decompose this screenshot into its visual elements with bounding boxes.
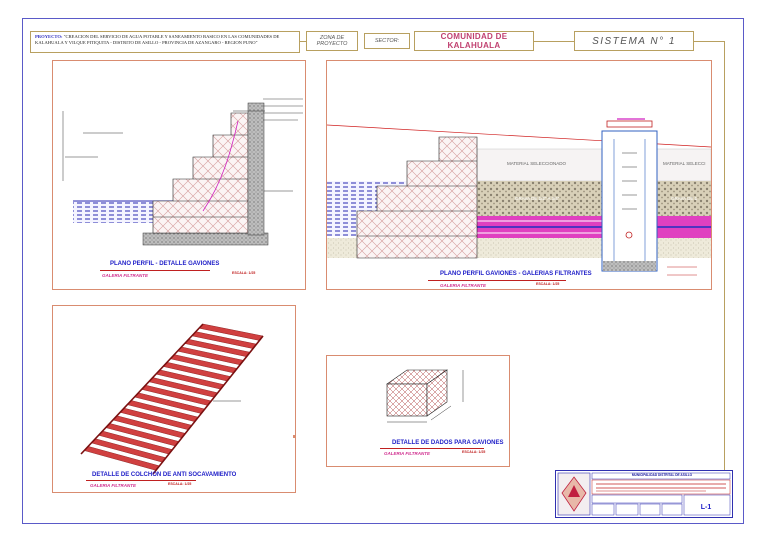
zona-proyecto-box: ZONA DE PROYECTO (306, 31, 358, 51)
title-underline (380, 448, 484, 449)
mattress-edge (152, 335, 264, 475)
galeria-profile-drawing (326, 118, 712, 276)
header-connector (300, 41, 306, 42)
header-connector (724, 41, 725, 471)
colchon-title: DETALLE DE COLCHON DE ANTI SOCAVAMIENTO (92, 472, 237, 478)
dado-side-face (426, 369, 448, 417)
colchon-subtitle: GALERIA FILTRANTE (90, 483, 136, 488)
title-underline (86, 480, 196, 481)
inspection-chamber (601, 130, 658, 272)
dados-scale: ESCALA: 1/25 (462, 450, 486, 454)
drawing-frame (22, 18, 744, 524)
community-name: COMUNIDAD DE KALAHUALA (440, 32, 508, 50)
gabion-stack (152, 112, 249, 234)
title-underline (428, 280, 566, 281)
gabion-stack (356, 136, 478, 259)
material-seleccionado-label-right: MATERIAL SELECCI (663, 161, 706, 166)
dados-title: DETALLE DE DADOS PARA GAVIONES (392, 440, 504, 446)
zona-proyecto-label: ZONA DE PROYECTO (316, 35, 348, 47)
institution-name: MUNICIPALIDAD DISTRITAL DE ASILLO (631, 473, 693, 477)
project-description: "CREACION DEL SERVICIO DE AGUA POTABLE Y… (35, 34, 280, 45)
perfil-detalle-scale: ESCALA: 1/25 (232, 271, 256, 275)
title-block: L-1 MUNICIPALIDAD DISTRITAL DE ASILLO (555, 470, 733, 518)
colchon-panel (52, 305, 296, 493)
header-connector (534, 41, 574, 42)
gavion-profile-drawing (62, 98, 303, 246)
grava-label: GRAVA DE 1/2" A 3/4" (515, 196, 560, 201)
chamber-cover (606, 120, 653, 128)
grava-label-right: GRAVA DE 1 (671, 196, 698, 201)
perfil-galerias-panel: MATERIAL SELECCIONADO MATERIAL SELECCI G… (326, 60, 712, 290)
perfil-detalle-panel (52, 60, 306, 290)
perfil-galerias-title: PLANO PERFIL GAVIONES - GALERIAS FILTRAN… (440, 271, 592, 277)
dado-drawing (386, 369, 464, 423)
title-block-grid: L-1 (557, 472, 731, 516)
colchon-scale: ESCALA: 1/25 (168, 482, 192, 486)
system-number: SISTEMA N° 1 (592, 35, 676, 47)
title-underline (100, 270, 210, 271)
colchon-drawing (80, 323, 264, 475)
project-title-box: PROYECTO: "CREACION DEL SERVICIO DE AGUA… (30, 31, 300, 53)
perfil-detalle-title: PLANO PERFIL - DETALLE GAVIONES (110, 261, 220, 267)
perfil-galerias-scale: ESCALA: 1/25 (536, 282, 560, 286)
sector-box: SECTOR: (364, 33, 410, 49)
dado-front-face (386, 383, 428, 417)
seepage-line (202, 120, 239, 212)
panel-marker (293, 435, 296, 438)
svg-text:L-1: L-1 (701, 504, 712, 511)
project-label: PROYECTO: (35, 34, 63, 39)
material-seleccionado-label: MATERIAL SELECCIONADO (507, 161, 567, 166)
mattress-mesh (80, 323, 264, 475)
dados-subtitle: GALERIA FILTRANTE (384, 451, 430, 456)
retained-soil (247, 102, 265, 236)
system-box: SISTEMA N° 1 (574, 31, 694, 51)
sector-label: SECTOR: (374, 38, 400, 44)
perfil-galerias-subtitle: GALERIA FILTRANTE (440, 283, 486, 288)
header-connector (694, 41, 724, 42)
grava-band (477, 181, 602, 216)
perfil-detalle-subtitle: GALERIA FILTRANTE (102, 273, 148, 278)
community-box: COMUNIDAD DE KALAHUALA (414, 31, 534, 51)
mattress-edge (80, 323, 204, 455)
